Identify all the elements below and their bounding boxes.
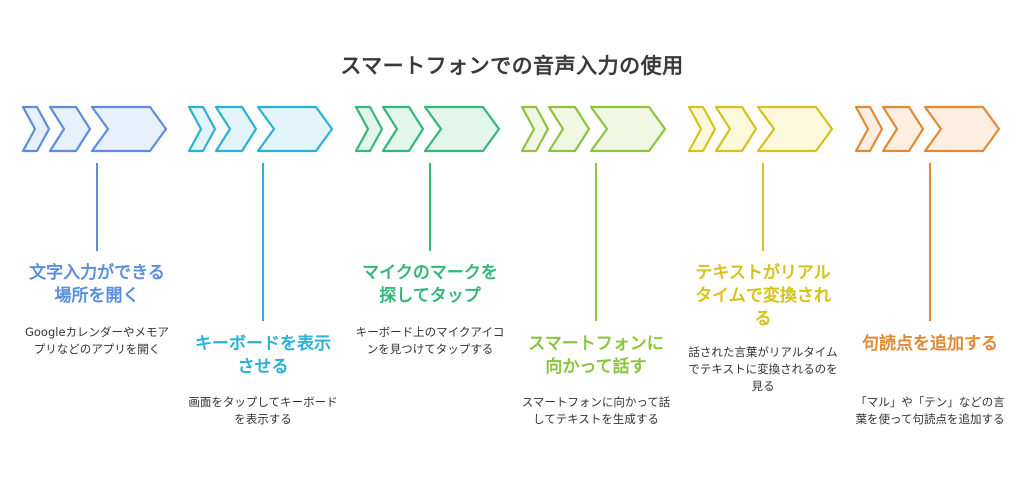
chevron-arrow-icon (355, 105, 384, 153)
chevron-arrow-icon (381, 105, 425, 153)
step-heading: キーボードを表示させる (195, 334, 331, 377)
step-description: 話された言葉がリアルタイムでテキストに変換されるのを見る (688, 345, 838, 393)
step-heading: 文字入力ができる場所を開く (29, 263, 165, 306)
step-connector-line (762, 163, 764, 251)
chevron-arrow-icon (688, 105, 717, 153)
step-heading: スマートフォンに向かって話す (528, 334, 664, 377)
step-heading: マイクのマークを探してタップ (362, 263, 498, 306)
step-chevrons-icon (355, 105, 501, 153)
chevron-arrow-icon (256, 105, 334, 153)
step-chevrons-icon (688, 105, 834, 153)
step-description: スマートフォンに向かって話してテキストを生成する (521, 395, 671, 426)
chevron-arrow-icon (547, 105, 591, 153)
step-chevrons-icon (855, 105, 1001, 153)
chevron-arrow-icon (423, 105, 501, 153)
step-connector-line (929, 163, 931, 321)
step-description: Googleカレンダーやメモアプリなどのアプリを開く (24, 325, 170, 356)
chevron-arrow-icon (90, 105, 168, 153)
step-description: 「マル」や「テン」などの言葉を使って句読点を追加する (855, 395, 1005, 426)
step-connector-line (595, 163, 597, 321)
step-connector-line (429, 163, 431, 251)
step-connector-line (262, 163, 264, 321)
chevron-arrow-icon (188, 105, 217, 153)
step-chevrons-icon (22, 105, 168, 153)
chevron-arrow-icon (881, 105, 925, 153)
step-description: 画面をタップしてキーボードを表示する (188, 395, 338, 426)
step-connector-line (96, 163, 98, 251)
step-chevrons-icon (188, 105, 334, 153)
chevron-arrow-icon (22, 105, 51, 153)
chevron-arrow-icon (756, 105, 834, 153)
chevron-arrow-icon (923, 105, 1001, 153)
step-chevrons-icon (521, 105, 667, 153)
chevron-arrow-icon (589, 105, 667, 153)
chevron-arrow-icon (521, 105, 550, 153)
step-description: キーボード上のマイクアイコンを見つけてタップする (355, 325, 505, 356)
chevron-arrow-icon (214, 105, 258, 153)
chevron-arrow-icon (855, 105, 884, 153)
step-heading: テキストがリアルタイムで変換される (695, 263, 831, 329)
chevron-arrow-icon (48, 105, 92, 153)
chevron-arrow-icon (714, 105, 758, 153)
diagram-title: スマートフォンでの音声入力の使用 (340, 54, 684, 78)
step-heading: 句読点を追加する (862, 334, 998, 354)
